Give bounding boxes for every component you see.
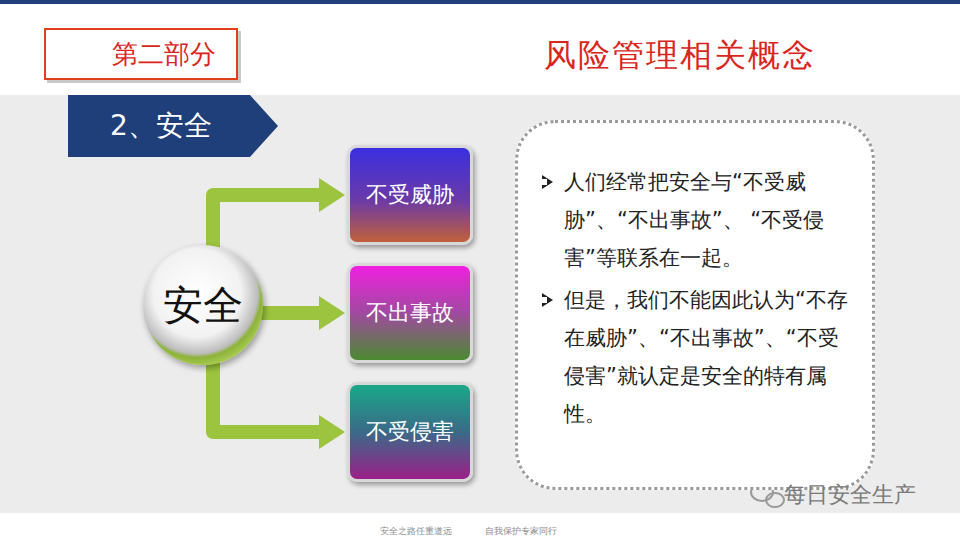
connector-line (259, 306, 323, 320)
slide-title: 风险管理相关概念 (500, 34, 860, 78)
footer-note: 自我保护专家同行 (485, 525, 557, 538)
watermark: 每日安全生产 (784, 480, 916, 510)
connector-arrow (213, 178, 345, 249)
center-circle: 安全 (143, 245, 263, 365)
node-label: 2、安全 (110, 107, 212, 145)
section-banner: 2、安全 (68, 95, 278, 157)
arrow-head (319, 296, 345, 330)
arrow-head (319, 415, 345, 449)
section-badge: 第二部分 (44, 28, 238, 80)
bullet-text: 但是，我们不能因此认为“不存在威胁”、“不出事故”、“不受侵害”就认定是安全的特… (538, 281, 850, 433)
bullet-text: 人们经常把安全与“不受威胁”、“不出事故”、 “不受侵害”等联系在一起。 (538, 163, 850, 277)
node-label: 不出事故 (366, 298, 454, 328)
explanation-box: 人们经常把安全与“不受威胁”、“不出事故”、 “不受侵害”等联系在一起。但是，我… (515, 120, 875, 490)
node-label: 不受威胁 (366, 180, 454, 210)
node-label: 第二部分 (112, 37, 216, 72)
connector-arrow (213, 361, 345, 449)
node-label: 安全 (163, 278, 243, 333)
top-strip (0, 0, 960, 4)
connector-line (213, 195, 323, 249)
node-label: 不受侵害 (366, 417, 454, 447)
concept-box: 不受侵害 (347, 382, 473, 482)
concept-box: 不出事故 (347, 263, 473, 363)
footer-note: 安全之路任重道远 (380, 525, 452, 538)
connector-arrow (259, 296, 345, 330)
concept-box: 不受威胁 (347, 145, 473, 245)
connector-line (213, 361, 323, 432)
footer-band (0, 513, 960, 540)
arrow-head (319, 178, 345, 212)
content-panel (0, 95, 960, 513)
